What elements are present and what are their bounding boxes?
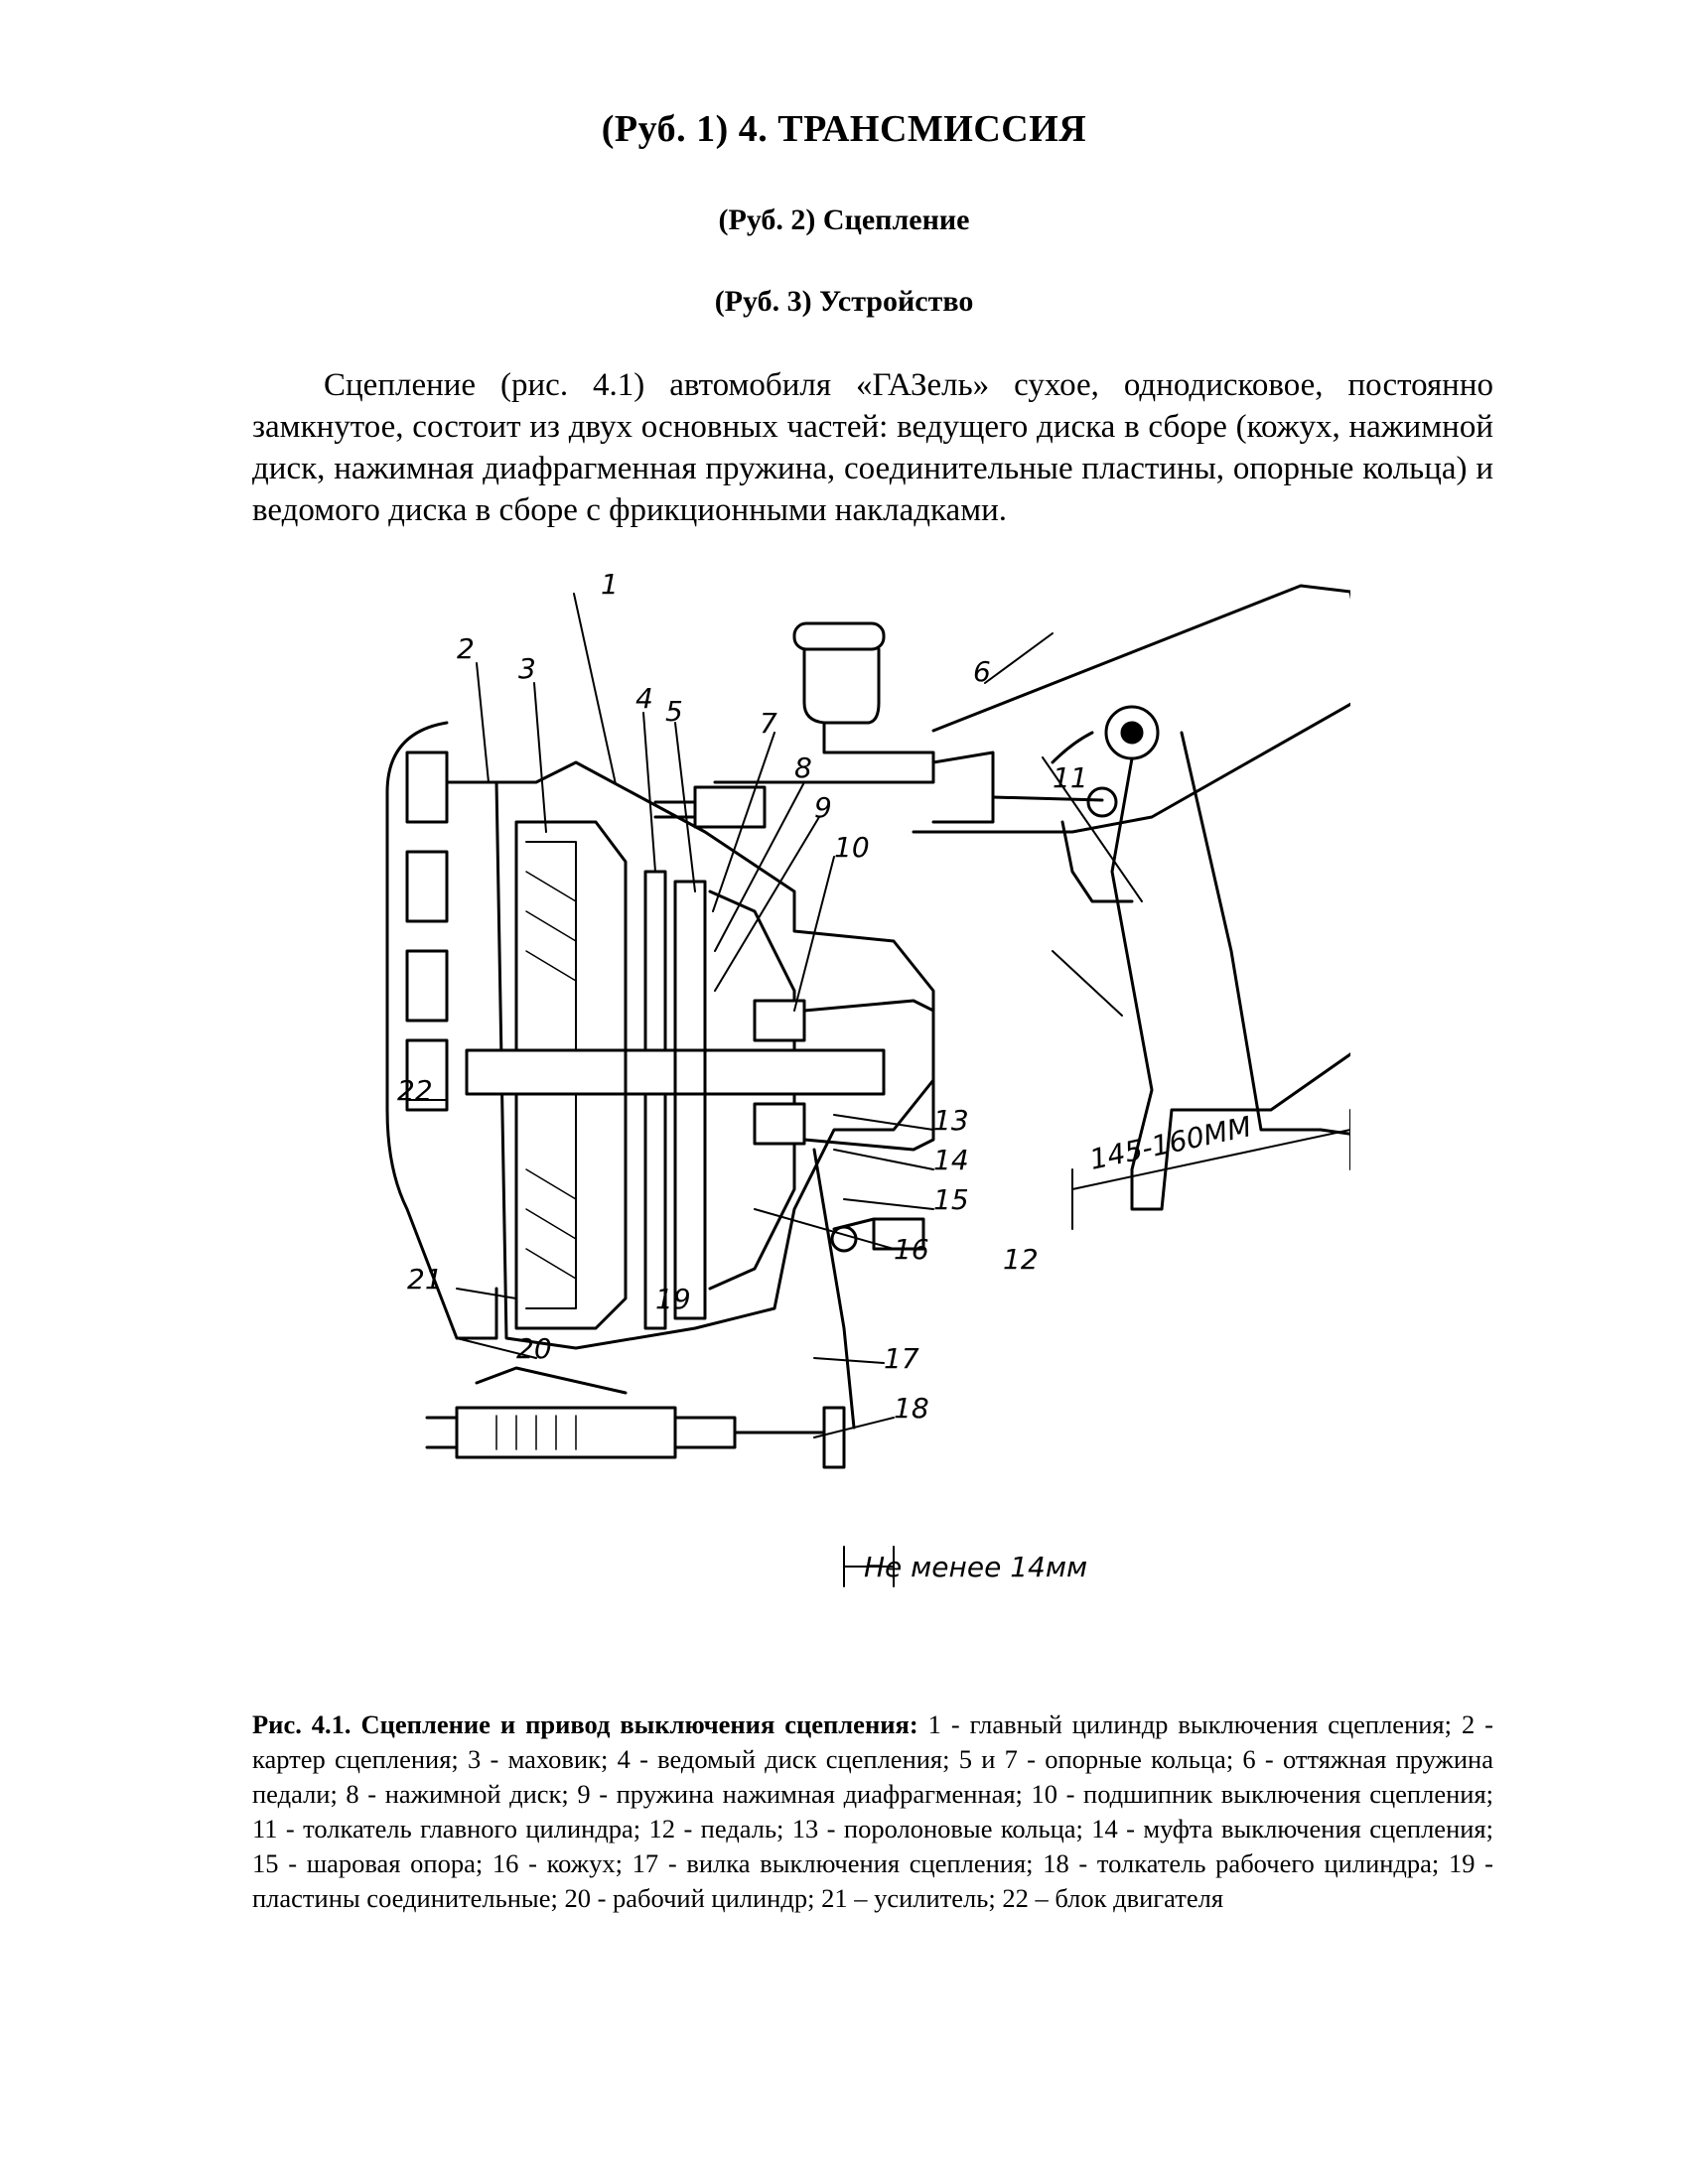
callout-19: 19 <box>655 1283 691 1315</box>
pedal-arm <box>1110 731 1392 1211</box>
callout-18: 18 <box>894 1392 929 1425</box>
pressure-plate <box>673 880 707 1320</box>
callout-7: 7 <box>760 707 777 740</box>
clutch-figure: 1 2 3 4 5 6 7 8 9 10 11 12 13 14 15 16 1… <box>377 568 1392 1678</box>
callout-13: 13 <box>933 1104 969 1137</box>
caption-text: 1 - главный цилиндр выключения сцепления… <box>252 1709 1493 1913</box>
subsection-heading: (Руб. 3) Устройство <box>714 285 974 318</box>
callout-14: 14 <box>933 1144 969 1176</box>
callout-5: 5 <box>665 695 683 728</box>
callout-4: 4 <box>635 682 653 715</box>
callout-20: 20 <box>516 1332 552 1365</box>
callout-1: 1 <box>601 574 619 601</box>
intro-paragraph: Сцепление (рис. 4.1) автомобиля «ГАЗель»… <box>252 367 1493 528</box>
slave-cylinder <box>455 1406 677 1459</box>
dimension-fork-label: Не менее 14мм <box>864 1551 1087 1583</box>
callout-15: 15 <box>933 1183 969 1216</box>
driven-disc <box>643 870 667 1330</box>
callout-6: 6 <box>973 655 991 688</box>
caption-title: Рис. 4.1. Сцепление и привод выключения … <box>252 1709 918 1739</box>
callout-8: 8 <box>794 751 812 784</box>
callout-11: 11 <box>1053 761 1088 794</box>
reservoir-cap <box>792 621 886 651</box>
callout-21: 21 <box>407 1263 443 1296</box>
engine-block <box>385 721 498 1340</box>
chapter-heading: (Руб. 1) 4. ТРАНСМИССИЯ <box>601 108 1087 150</box>
reservoir-body <box>802 647 881 725</box>
clutch-diagram: 1 2 3 4 5 6 7 8 9 10 11 12 13 14 15 16 1… <box>385 568 1392 1587</box>
callout-16: 16 <box>894 1233 929 1266</box>
callout-2: 2 <box>457 632 475 665</box>
callout-12: 12 <box>1003 1243 1039 1276</box>
section-heading: (Руб. 2) Сцепление <box>718 204 970 236</box>
callout-17: 17 <box>884 1342 919 1375</box>
callout-10: 10 <box>834 831 870 864</box>
callout-22: 22 <box>397 1074 433 1107</box>
callout-3: 3 <box>518 652 536 685</box>
release-fork <box>812 1148 856 1430</box>
figure-caption: Рис. 4.1. Сцепление и привод выключения … <box>252 1707 1493 1916</box>
callout-9: 9 <box>814 791 832 824</box>
